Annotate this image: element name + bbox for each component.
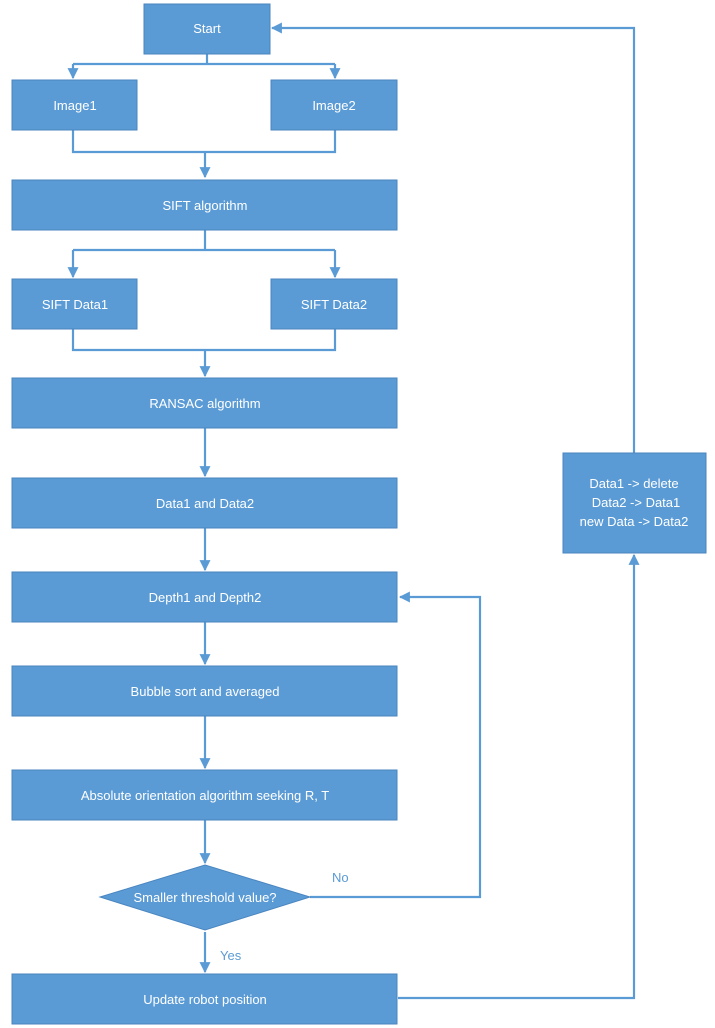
- edge-label-no: No: [332, 870, 349, 885]
- edge-images-merge: [71, 130, 337, 154]
- edge-label-yes: Yes: [220, 948, 242, 963]
- edge-update-to-datashift: [398, 553, 640, 1000]
- edge-datashift-to-start: [270, 22, 636, 453]
- node-update-position-label: Update robot position: [143, 992, 267, 1007]
- node-absolute-orientation: Absolute orientation algorithm seeking R…: [11, 769, 398, 821]
- node-image1: Image1: [11, 79, 138, 131]
- node-depth: Depth1 and Depth2: [11, 571, 398, 623]
- edge-sift-split: [73, 230, 335, 252]
- node-absolute-orientation-label: Absolute orientation algorithm seeking R…: [81, 788, 329, 803]
- node-ransac: RANSAC algorithm: [11, 377, 398, 429]
- node-data-shift-line-2: Data2 -> Data1: [592, 495, 681, 510]
- node-threshold-decision-label: Smaller threshold value?: [133, 890, 276, 905]
- edge-decision-no: [310, 591, 482, 899]
- node-image2: Image2: [270, 79, 398, 131]
- node-bubble-sort-label: Bubble sort and averaged: [131, 684, 280, 699]
- node-sift-data2-label: SIFT Data2: [301, 297, 367, 312]
- node-start: Start: [143, 3, 271, 55]
- node-ransac-label: RANSAC algorithm: [149, 396, 260, 411]
- node-sift-data1-label: SIFT Data1: [42, 297, 108, 312]
- node-threshold-decision: Smaller threshold value?: [98, 864, 312, 931]
- node-update-position: Update robot position: [11, 973, 398, 1025]
- edge-siftdata-merge: [71, 329, 337, 352]
- node-data-shift: Data1 -> delete Data2 -> Data1 new Data …: [562, 452, 707, 554]
- node-data1-and-data2: Data1 and Data2: [11, 477, 398, 529]
- node-sift-algorithm-label: SIFT algorithm: [162, 198, 247, 213]
- node-depth-label: Depth1 and Depth2: [149, 590, 262, 605]
- node-image2-label: Image2: [312, 98, 355, 113]
- node-data1-and-data2-label: Data1 and Data2: [156, 496, 254, 511]
- node-image1-label: Image1: [53, 98, 96, 113]
- edges: [67, 22, 640, 1000]
- node-sift-algorithm: SIFT algorithm: [11, 179, 398, 231]
- node-sift-data2: SIFT Data2: [270, 278, 398, 330]
- node-sift-data1: SIFT Data1: [11, 278, 138, 330]
- node-bubble-sort: Bubble sort and averaged: [11, 665, 398, 717]
- node-data-shift-line-3: new Data -> Data2: [580, 514, 689, 529]
- node-start-label: Start: [193, 21, 221, 36]
- node-data-shift-line-1: Data1 -> delete: [589, 476, 678, 491]
- edge-start-split: [73, 54, 335, 66]
